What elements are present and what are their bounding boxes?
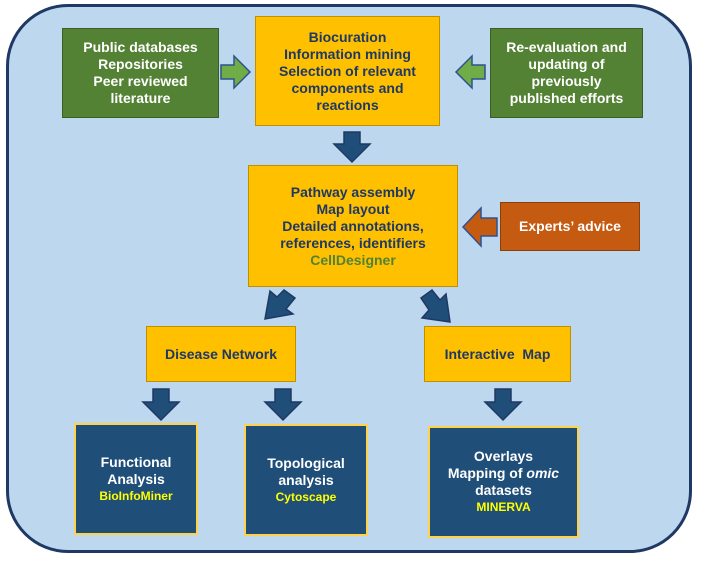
public-sources-box: Public databases Repositories Peer revie…: [62, 28, 219, 118]
overlays-box: Overlays Mapping of omic datasets MINERV…: [428, 426, 579, 538]
reevaluation-line-3: previously: [531, 73, 602, 89]
functional-line-1: Functional: [100, 453, 172, 470]
minerva-label: MINERVA: [476, 500, 531, 514]
public-sources-line-3: Peer reviewed: [93, 73, 188, 89]
public-sources-line-1: Public databases: [83, 39, 198, 55]
disease-network-label: Disease Network: [164, 345, 278, 362]
biocuration-line-2: Information mining: [284, 45, 411, 62]
biocuration-line-3: Selection of relevant: [279, 62, 416, 79]
pathway-line-3: Detailed annotations,: [282, 217, 424, 234]
interactive-map-label: Interactive Map: [444, 345, 551, 362]
reevaluation-line-2: updating of: [528, 56, 605, 72]
overlays-line-2-text: Mapping of: [447, 465, 527, 481]
celldesigner-label: CellDesigner: [310, 251, 396, 268]
functional-analysis-box: Functional Analysis BioInfoMiner: [74, 423, 198, 535]
overlays-line-2: Mapping of omic: [448, 465, 559, 482]
pathway-line-2: Map layout: [316, 200, 390, 217]
interactive-map-box: Interactive Map: [424, 326, 571, 382]
biocuration-line-4: components and: [291, 79, 404, 96]
public-sources-line-4: literature: [110, 90, 171, 106]
functional-line-2: Analysis: [107, 470, 165, 487]
pathway-line-1: Pathway assembly: [290, 183, 416, 200]
overlays-line-3: datasets: [475, 482, 532, 498]
biocuration-line-1: Biocuration: [308, 28, 387, 45]
topological-line-2: analysis: [278, 471, 334, 488]
topological-line-1: Topological: [267, 454, 345, 471]
biocuration-box: Biocuration Information mining Selection…: [255, 16, 440, 126]
cytoscape-label: Cytoscape: [275, 489, 337, 504]
pathway-assembly-box: Pathway assembly Map layout Detailed ann…: [248, 165, 458, 287]
bioinfominer-label: BioInfoMiner: [99, 488, 173, 503]
pathway-line-4: references, identifiers: [280, 234, 426, 251]
omic-word: omic: [526, 465, 560, 481]
reevaluation-box: Re-evaluation and updating of previously…: [490, 28, 643, 118]
reevaluation-line-4: published efforts: [509, 90, 624, 106]
experts-advice-label: Experts’ advice: [519, 218, 621, 234]
overlays-line-1: Overlays: [473, 448, 534, 464]
public-sources-line-2: Repositories: [98, 56, 183, 72]
reevaluation-line-1: Re-evaluation and: [506, 39, 627, 55]
topological-analysis-box: Topological analysis Cytoscape: [244, 424, 368, 536]
disease-network-box: Disease Network: [146, 326, 296, 382]
experts-advice-box: Experts’ advice: [500, 202, 640, 251]
biocuration-line-5: reactions: [316, 96, 379, 113]
